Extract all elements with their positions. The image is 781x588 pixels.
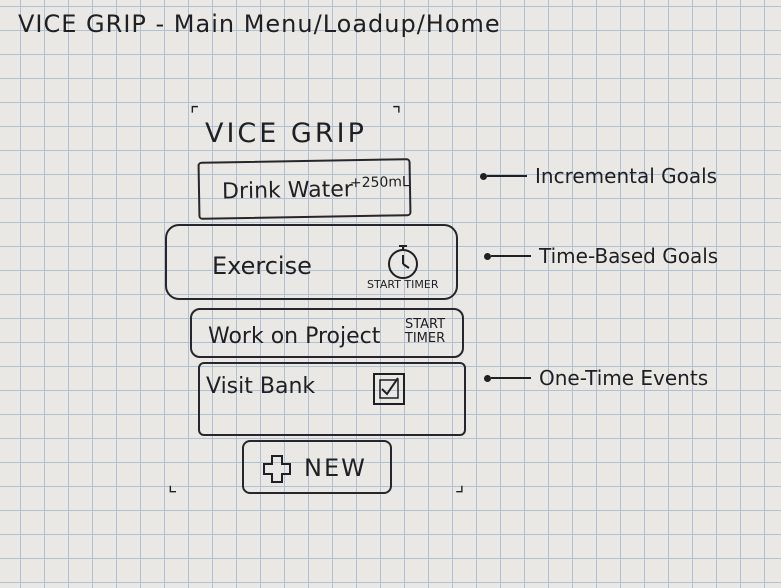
start-timer-button[interactable]: START TIMER — [404, 317, 446, 346]
new-button-label: NEW — [304, 454, 367, 482]
annotation-line — [487, 175, 527, 177]
goal-card-drink-water[interactable]: Drink Water +250mL — [197, 158, 412, 220]
annotation-time-based-goals: Time-Based Goals — [484, 244, 718, 268]
annotation-dot — [484, 252, 491, 260]
event-card-visit-bank[interactable]: Visit Bank — [198, 362, 466, 436]
goal-card-exercise[interactable]: Exercise START TIMER — [165, 224, 458, 300]
goal-label: Work on Project — [208, 324, 381, 349]
annotation-line — [491, 377, 531, 379]
app-title: VICE GRIP — [205, 118, 367, 149]
goal-label: Drink Water — [221, 177, 354, 205]
annotation-label: Time-Based Goals — [539, 244, 719, 268]
frame-corner-top-left: ⌜ — [190, 102, 200, 126]
start-timer-button[interactable]: START TIMER — [367, 278, 439, 291]
page-title: VICE GRIP - Main Menu/Loadup/Home — [18, 10, 501, 38]
frame-corner-top-right: ⌝ — [392, 102, 402, 126]
goal-label: Exercise — [212, 252, 312, 280]
checkbox-icon[interactable] — [372, 372, 406, 410]
annotation-one-time-events: One-Time Events — [484, 366, 708, 390]
annotation-dot — [484, 374, 491, 382]
event-label: Visit Bank — [206, 374, 316, 399]
annotation-label: Incremental Goals — [535, 164, 718, 188]
annotation-incremental-goals: Incremental Goals — [480, 164, 717, 188]
goal-card-work-on-project[interactable]: Work on Project START TIMER — [190, 308, 464, 358]
annotation-line — [491, 255, 531, 257]
frame-corner-bottom-left: ⌞ — [168, 472, 178, 496]
annotation-dot — [480, 172, 487, 180]
stopwatch-icon[interactable] — [385, 240, 421, 286]
annotation-label: One-Time Events — [539, 366, 709, 390]
increment-button[interactable]: +250mL — [349, 174, 410, 192]
frame-corner-bottom-right: ⌟ — [455, 472, 465, 496]
plus-icon — [262, 454, 292, 488]
new-button[interactable]: NEW — [242, 440, 392, 494]
